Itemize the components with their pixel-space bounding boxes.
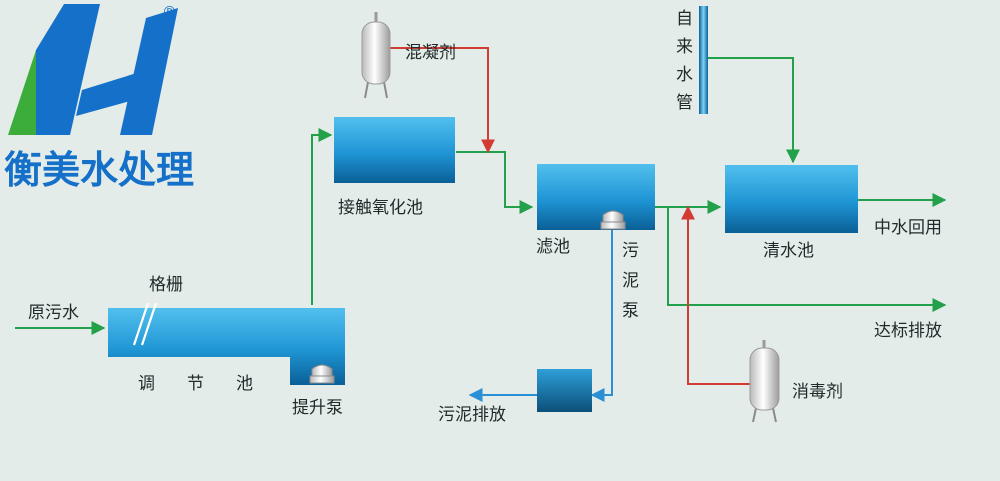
compliant-discharge-line [667,207,947,312]
sludge-pump-line [590,215,613,402]
tap-water-pipe [699,6,708,114]
disinfectant-dosing-tank-icon [749,340,780,423]
label-filter-tank: 滤池 [536,237,570,257]
logo-green-triangle [8,50,36,135]
brand-name: 衡美水处理 [4,148,194,192]
coagulant-dosing-line [390,47,495,154]
label-tap-water-1: 自 [676,9,693,29]
logo-crossbar [76,72,140,116]
label-coagulant: 混凝剂 [405,43,456,63]
label-regulating-tank-1: 调 [138,374,155,394]
label-raw-sewage: 原污水 [28,303,79,323]
label-disinfectant: 消毒剂 [792,382,843,402]
label-sludge-pump-2: 泥 [622,271,639,291]
label-regulating-tank-2: 节 [187,374,204,394]
flow-to-oxidation [311,128,333,305]
label-tap-water-2: 来 [676,37,693,57]
registered-mark: ® [162,3,177,21]
label-lift-pump: 提升泵 [292,398,343,418]
label-sludge-pump-3: 泵 [622,301,639,321]
company-logo: ® 衡美水处理 [4,3,194,192]
logo-blue-left-bar [36,4,100,135]
label-reclaimed-water: 中水回用 [874,218,942,238]
flow-to-filter [456,151,534,214]
disinfectant-dosing-line [681,205,760,385]
label-tap-water-3: 水 [676,65,693,85]
lift-pump-icon [309,364,335,384]
label-sludge-pump-1: 污 [622,241,639,261]
label-compliant-discharge: 达标排放 [874,321,942,341]
label-regulating-tank-3: 池 [236,374,253,394]
filter-tank [537,164,655,230]
label-grille: 格栅 [149,275,183,295]
contact-oxidation-tank [334,117,455,183]
sludge-tank [537,369,592,412]
label-contact-oxidation-tank: 接触氧化池 [338,198,423,218]
label-tap-water-4: 管 [676,93,693,113]
coagulant-dosing-tank-icon [361,12,391,99]
tap-water-line [706,57,800,164]
regulating-tank [108,308,345,385]
label-sludge-discharge: 污泥排放 [438,405,506,425]
clear-water-tank [725,165,858,233]
sludge-pump-icon [600,210,626,230]
logo-blue-right-bar [120,8,178,135]
grille-icon [132,302,158,346]
label-clear-water-tank: 清水池 [763,241,814,261]
